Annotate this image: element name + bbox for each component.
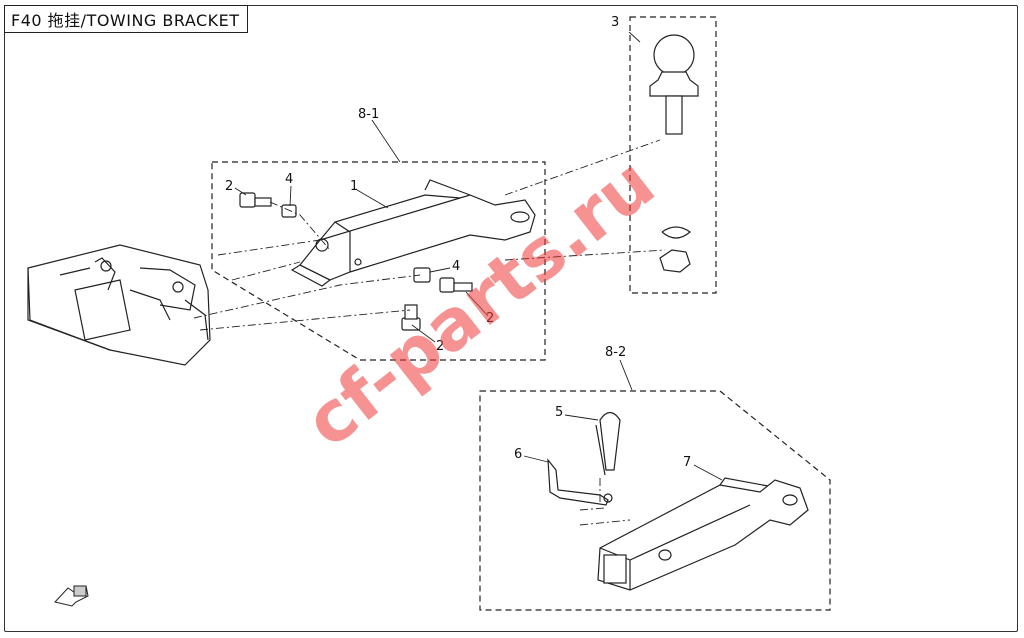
- bolt-2-right: [439, 277, 473, 293]
- hitch-ball-3-drawing: [649, 34, 699, 273]
- group-8-1-box: [211, 161, 546, 361]
- callout-1: 1: [350, 179, 358, 194]
- callout-2-lower: 2: [436, 339, 444, 354]
- diagram-frame: [4, 5, 1018, 632]
- callout-8-1: 8-1: [358, 107, 379, 122]
- callout-3: 3: [611, 15, 619, 30]
- callout-2-right: 2: [486, 311, 494, 326]
- group-3-box: [629, 16, 717, 294]
- nut-4-upper: [281, 204, 297, 218]
- bracket-1-drawing: [290, 179, 536, 287]
- cotter-pin-5-drawing: [595, 411, 621, 476]
- receiver-7-drawing: [597, 477, 809, 591]
- hitch-pin-6-drawing: [547, 458, 613, 506]
- callout-6: 6: [514, 447, 522, 462]
- callout-4-upper: 4: [285, 172, 293, 187]
- callout-2-upper: 2: [225, 179, 233, 194]
- callout-7: 7: [683, 455, 691, 470]
- bolt-2-upper: [239, 192, 272, 208]
- nut-4-lower: [413, 267, 431, 283]
- orientation-arrow-icon: [54, 585, 89, 607]
- callout-4-lower: 4: [452, 259, 460, 274]
- chassis-frame-drawing: [27, 244, 211, 366]
- callout-5: 5: [555, 405, 563, 420]
- diagram-title: F40 拖挂/TOWING BRACKET: [4, 5, 248, 33]
- bolt-2-lower: [401, 304, 421, 331]
- callout-8-2: 8-2: [605, 345, 626, 360]
- group-8-2-box: [479, 390, 831, 611]
